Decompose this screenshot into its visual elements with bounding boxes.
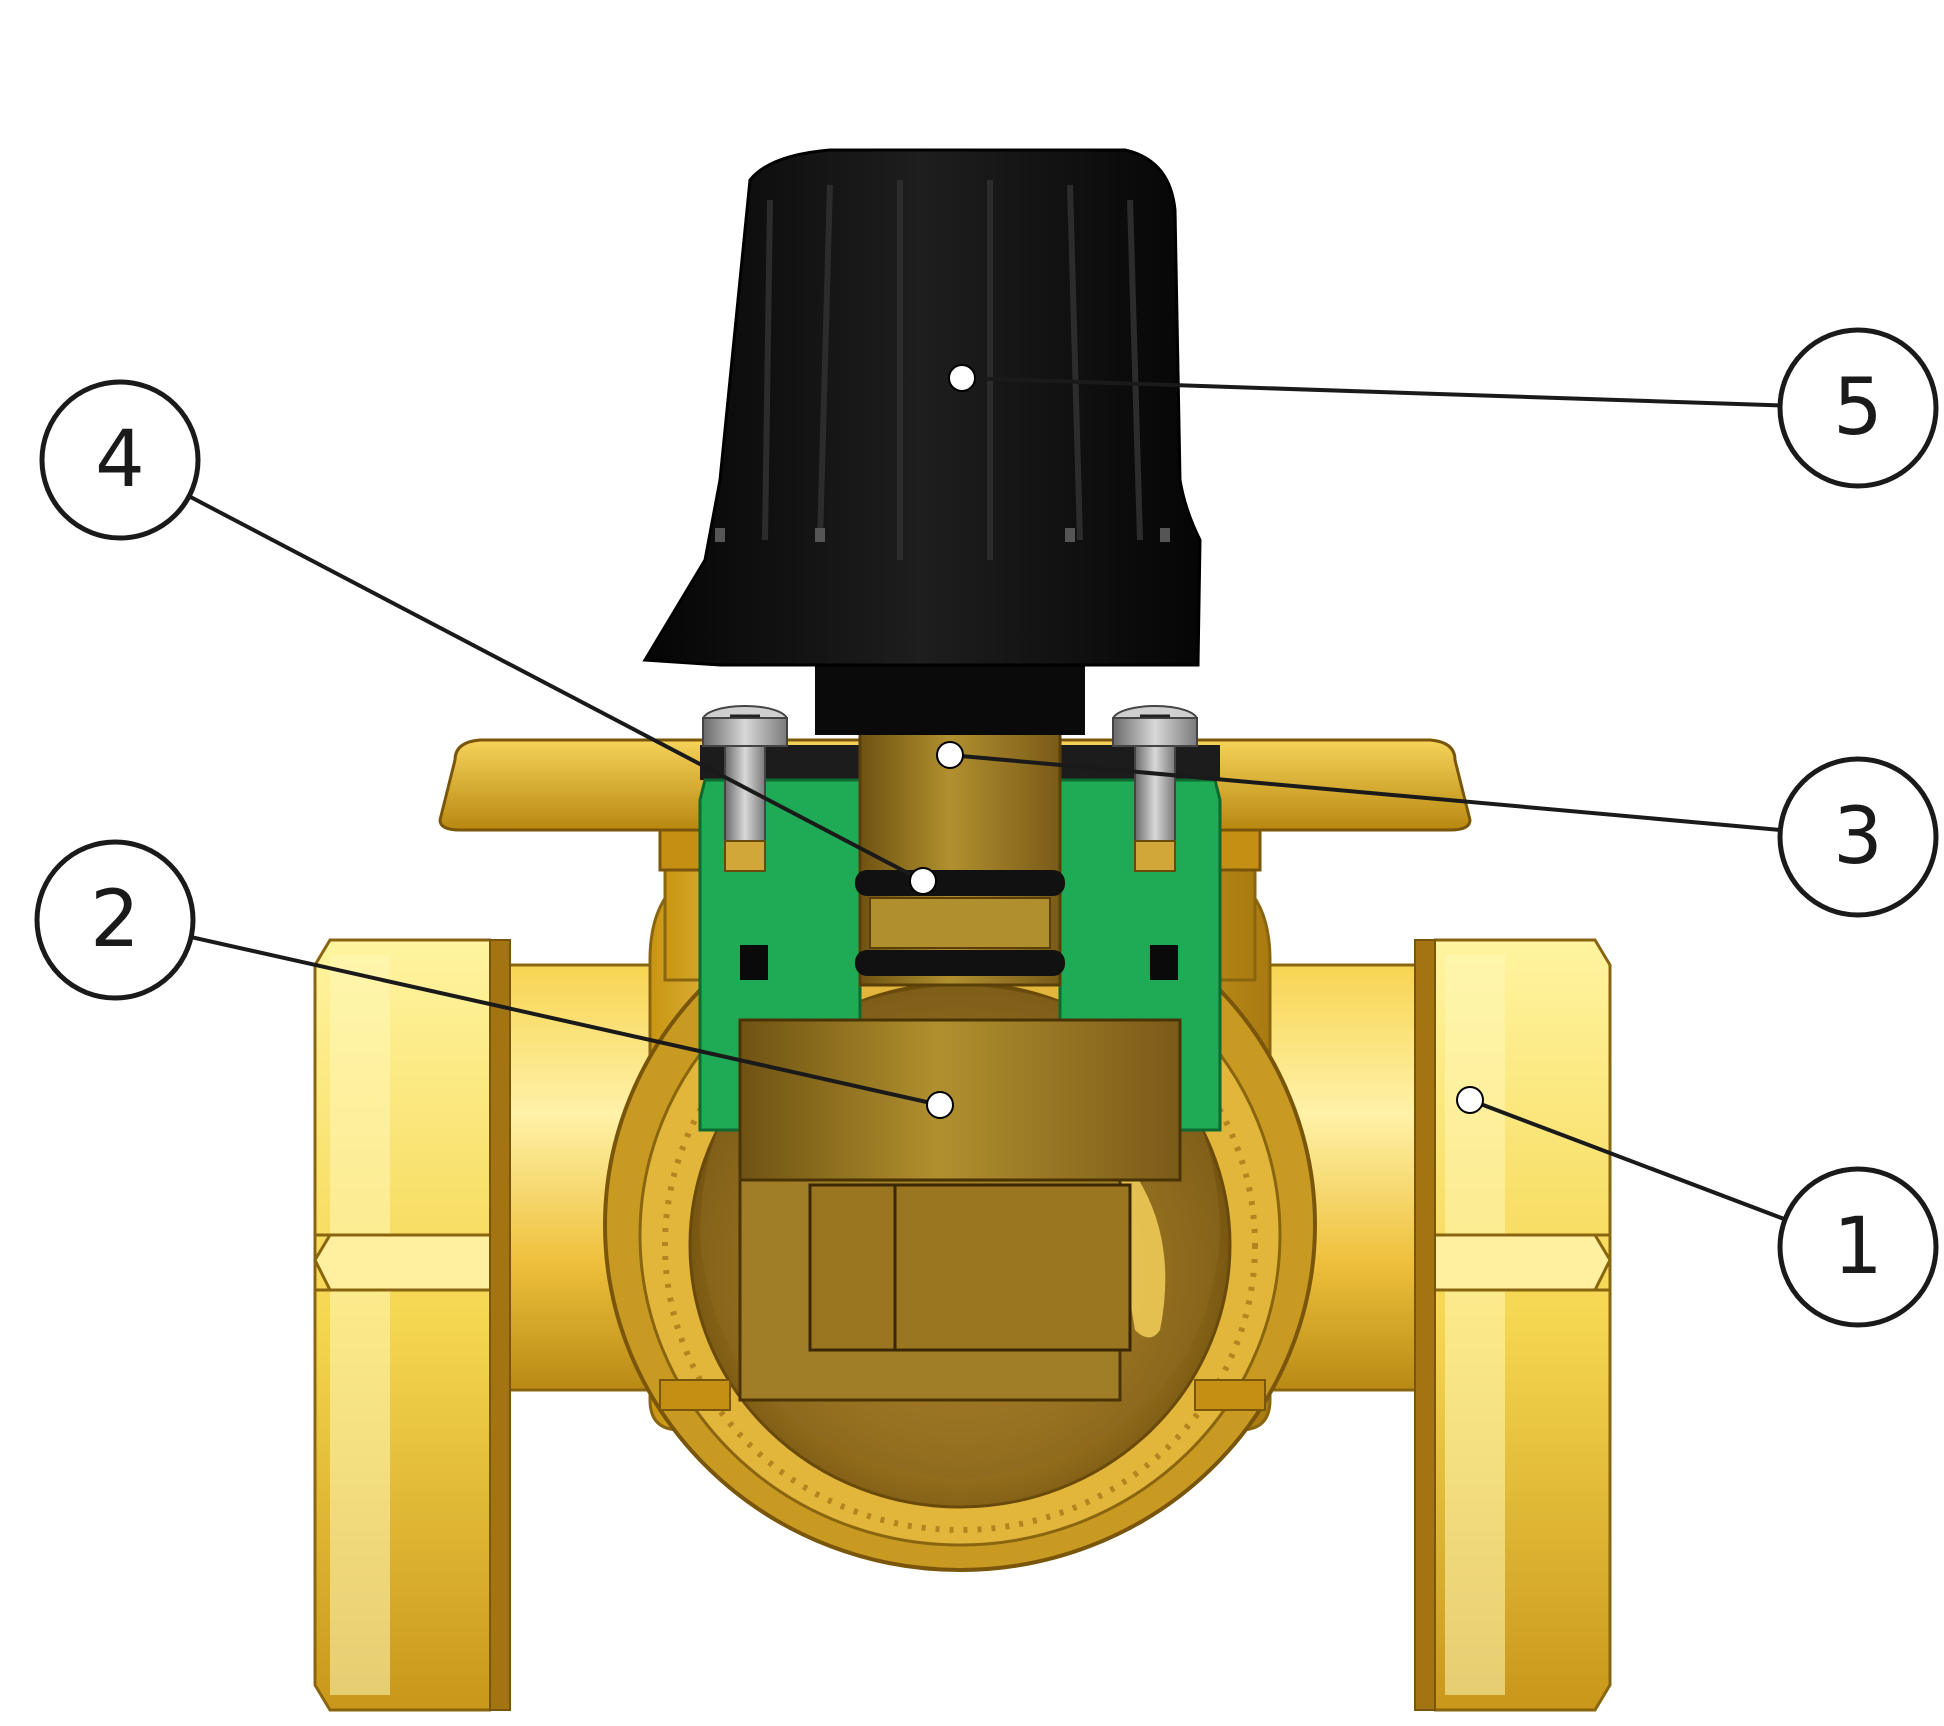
left-hex-nut: [313, 938, 511, 1712]
screw-right: [1112, 705, 1198, 872]
o-ring-upper: [855, 870, 1065, 896]
leader-dot-2: [926, 1091, 954, 1119]
callout-label-3: 3: [1833, 792, 1883, 882]
leader-line-5: [961, 376, 1859, 410]
port-thread-line: [662, 957, 1258, 1533]
valve-plug: [738, 1018, 1182, 1402]
callout-label-2: 2: [90, 875, 140, 965]
leader-dot-3: [936, 741, 964, 769]
callout-group: 1 2 3 4 5: [34, 327, 1939, 1328]
callout-circle-2: [34, 839, 196, 1001]
callout-label-5: 5: [1833, 363, 1883, 453]
callout-label-4: 4: [95, 415, 145, 505]
leader-dot-4: [909, 867, 937, 895]
leader-line-3: [949, 753, 1859, 839]
o-ring-lower: [855, 950, 1065, 976]
leader-line-2: [114, 918, 941, 1107]
screw-left: [702, 705, 788, 872]
leader-dot-5: [948, 364, 976, 392]
body-foot-right: [1194, 1379, 1266, 1411]
callout-circle-5: [1777, 327, 1939, 489]
callout-circle-3: [1777, 756, 1939, 918]
leader-dot-1: [1456, 1086, 1484, 1114]
callout-circle-4: [39, 379, 201, 541]
callout-label-1: 1: [1833, 1202, 1883, 1292]
right-hex-nut: [1414, 938, 1612, 1712]
handwheel-knob: [642, 148, 1202, 735]
callout-circle-1: [1777, 1166, 1939, 1328]
leader-line-4: [119, 458, 924, 883]
body-foot-left: [659, 1379, 731, 1411]
